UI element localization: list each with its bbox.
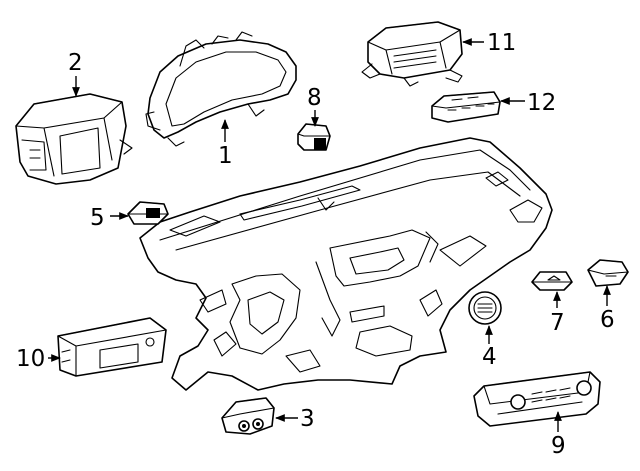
hazard-switch-panel[interactable] <box>431 91 501 123</box>
instrument-cluster[interactable] <box>145 31 297 147</box>
callout-5: 5 <box>90 205 105 231</box>
callout-12: 12 <box>527 90 556 116</box>
callout-6: 6 <box>600 307 615 333</box>
instrument-panel-carrier <box>139 137 553 391</box>
callout-10: 10 <box>16 346 45 372</box>
radio-receiver[interactable] <box>361 21 463 87</box>
push-button-switch[interactable] <box>127 201 169 225</box>
callout-1: 1 <box>218 143 233 169</box>
climate-display-module[interactable] <box>57 317 167 377</box>
callout-4: 4 <box>482 344 497 370</box>
climate-control-panel[interactable] <box>473 371 601 427</box>
callout-7: 7 <box>550 310 565 336</box>
callout-3: 3 <box>300 406 315 432</box>
trunk-release-switch[interactable] <box>531 271 573 291</box>
sunload-sensor[interactable] <box>297 123 331 151</box>
callout-11: 11 <box>487 30 516 56</box>
callout-9: 9 <box>551 433 566 459</box>
callout-8: 8 <box>307 85 322 111</box>
fuel-door-switch[interactable] <box>587 259 629 287</box>
steering-column-switch[interactable] <box>221 397 275 435</box>
callout-2: 2 <box>68 50 83 76</box>
body-control-module[interactable] <box>15 93 133 185</box>
ignition-start-button[interactable] <box>468 291 502 325</box>
